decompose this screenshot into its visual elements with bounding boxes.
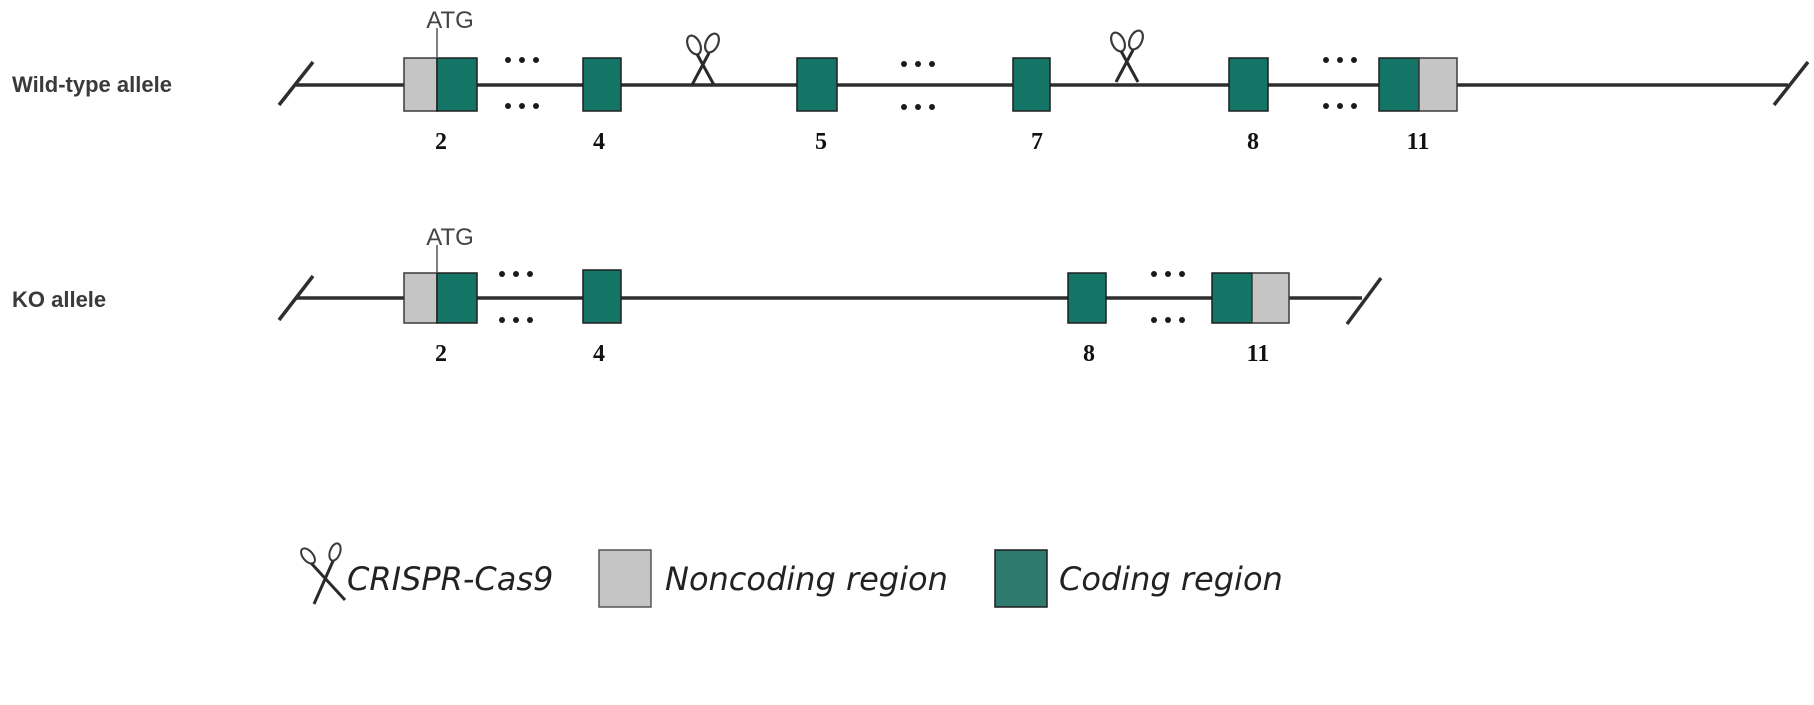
wt-exon-number: 11 [1407, 129, 1430, 155]
wt-ellipsis-3 [1323, 57, 1357, 109]
ko-exon-11-noncoding [1251, 272, 1290, 324]
wt-exon-8 [1228, 57, 1269, 112]
wt-exon-number: 4 [593, 129, 605, 155]
wt-atg-label: ATG [426, 7, 474, 34]
ko-exon-8 [1067, 272, 1107, 324]
ko-exon-2 [403, 272, 478, 324]
ko-right-break-slash [1345, 276, 1383, 326]
wt-exon-2-coding [436, 57, 478, 112]
legend-coding: Coding region [994, 549, 1283, 608]
wt-right-break-slash [1772, 60, 1810, 107]
wt-cut-site-2-scissors-icon [1106, 26, 1148, 84]
ko-allele-label: KO allele [12, 287, 106, 312]
legend-coding-swatch [994, 549, 1048, 608]
wt-left-break-slash [277, 60, 315, 107]
wt-exon-number: 7 [1031, 129, 1043, 155]
wt-exon-4 [582, 57, 622, 112]
wt-exon-2-noncoding [403, 57, 438, 112]
legend-crispr-label: CRISPR-Cas9 [347, 560, 553, 598]
ko-exon-2-coding [436, 272, 478, 324]
wt-exon-number: 2 [435, 129, 447, 155]
wt-ellipsis-1 [505, 57, 539, 109]
wt-cut-site-1-scissors-icon [682, 29, 724, 87]
ko-atg-label: ATG [426, 224, 474, 251]
ko-exon-11 [1211, 272, 1290, 324]
legend-noncoding: Noncoding region [598, 549, 948, 608]
ko-exon-2-noncoding [403, 272, 438, 324]
wt-exon-11 [1378, 57, 1458, 112]
wt-exon-number: 5 [815, 129, 827, 155]
ko-left-break-slash [277, 274, 315, 322]
wt-exon-11-noncoding [1418, 57, 1458, 112]
legend-crispr: CRISPR-Cas9 [300, 542, 553, 605]
wt-exon-number: 8 [1247, 129, 1259, 155]
wt-exon-5 [796, 57, 838, 112]
legend: CRISPR-Cas9 Noncoding region Coding regi… [300, 542, 1283, 608]
wt-exon-11-coding [1378, 57, 1420, 112]
ko-exon-number: 4 [593, 341, 605, 367]
legend-noncoding-label: Noncoding region [665, 560, 948, 598]
wild-type-allele-track: Wild-type allele ATG [12, 7, 1810, 155]
ko-exon-number: 2 [435, 341, 447, 367]
wt-exon-7 [1012, 57, 1051, 112]
ko-exon-number: 11 [1247, 341, 1270, 367]
ko-ellipsis-1 [499, 271, 533, 323]
legend-coding-label: Coding region [1059, 560, 1283, 598]
ko-exon-number: 8 [1083, 341, 1095, 367]
legend-noncoding-swatch [598, 549, 652, 608]
ko-ellipsis-2 [1151, 271, 1185, 323]
wt-ellipsis-2 [901, 61, 935, 110]
ko-allele-track: KO allele ATG 2 4 8 11 [12, 224, 1383, 367]
wild-type-allele-label: Wild-type allele [12, 72, 172, 97]
wt-exon-2 [403, 57, 478, 112]
ko-exon-4 [582, 269, 622, 324]
ko-exon-11-coding [1211, 272, 1253, 324]
legend-scissors-icon [300, 542, 347, 605]
